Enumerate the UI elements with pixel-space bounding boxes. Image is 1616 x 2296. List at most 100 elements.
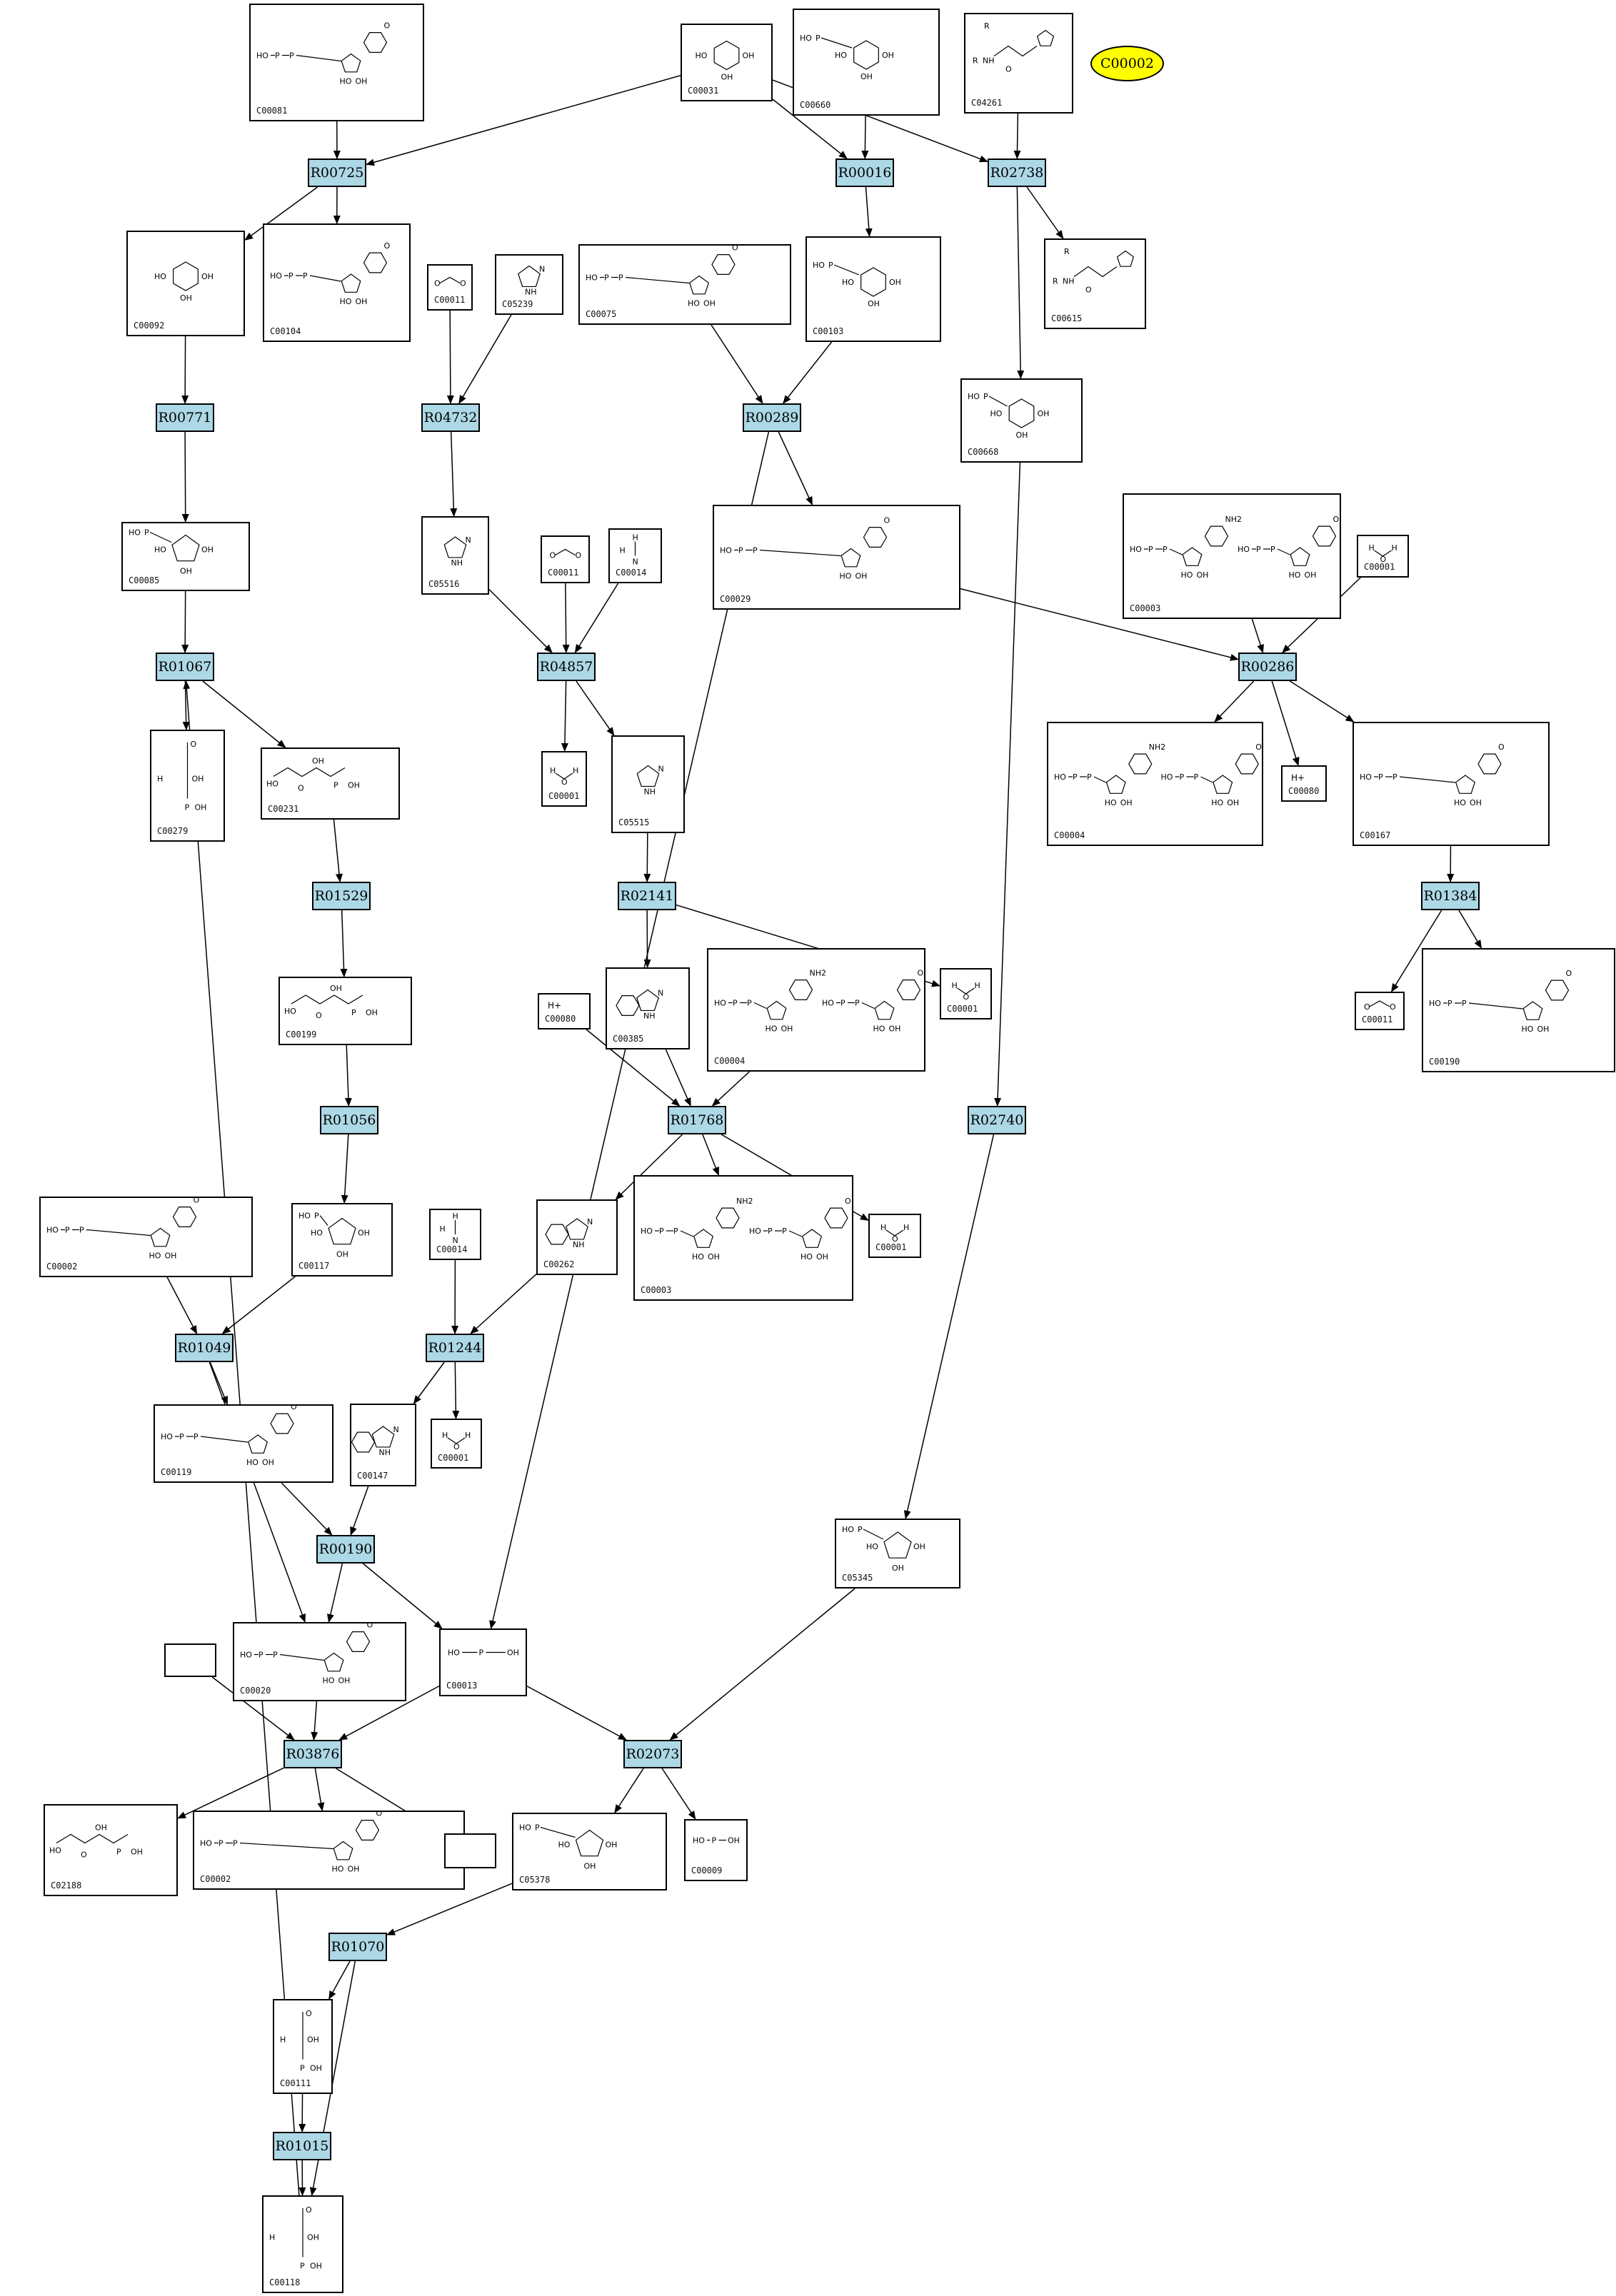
compound-id-label: C00279 xyxy=(157,826,189,836)
reaction-r01015[interactable]: R01015 xyxy=(273,2132,331,2160)
reaction-r01056[interactable]: R01056 xyxy=(320,1106,378,1134)
atom-label: NH2 xyxy=(1149,742,1166,752)
atom-label: P xyxy=(858,1525,863,1534)
reaction-edge xyxy=(1016,186,1025,379)
reaction-r04857[interactable]: R04857 xyxy=(537,653,596,681)
reaction-r00725[interactable]: R00725 xyxy=(308,158,366,187)
compound-c00080[interactable]: H+C00080 xyxy=(538,993,591,1029)
compound-id-label: C00031 xyxy=(688,86,719,96)
atom-label: H xyxy=(975,981,980,990)
reaction-r02740[interactable]: R02740 xyxy=(968,1106,1026,1134)
structure-drawing: HOH xyxy=(1369,543,1397,564)
atom-label: O xyxy=(884,516,890,525)
reaction-r00771[interactable]: R00771 xyxy=(156,403,214,432)
atom-label: OH xyxy=(95,1823,107,1833)
reaction-edge xyxy=(386,1883,513,1935)
atom-label: P xyxy=(144,528,149,538)
reaction-r01244[interactable]: R01244 xyxy=(426,1334,484,1362)
reaction-r01049[interactable]: R01049 xyxy=(175,1334,234,1362)
reaction-r00190[interactable]: R00190 xyxy=(316,1535,375,1564)
atom-label: H xyxy=(442,1431,448,1440)
empty-node[interactable] xyxy=(164,1643,216,1677)
empty-node[interactable] xyxy=(444,1833,496,1868)
compound-id-label: C00085 xyxy=(129,575,160,585)
atom-label: OH xyxy=(816,1252,828,1262)
reaction-r02073[interactable]: R02073 xyxy=(623,1740,682,1768)
highlighted-compound-node[interactable]: C00002 xyxy=(1090,46,1164,81)
compound-id-label: C00003 xyxy=(641,1285,672,1295)
compound-id-label: C04261 xyxy=(971,98,1003,108)
reaction-r04732[interactable]: R04732 xyxy=(421,403,480,432)
reaction-r00289[interactable]: R00289 xyxy=(743,403,801,432)
reaction-r00286[interactable]: R00286 xyxy=(1238,653,1297,681)
atom-label: P xyxy=(712,1836,717,1846)
atom-label: HO xyxy=(693,1836,705,1846)
reaction-r02141[interactable]: R02141 xyxy=(618,882,676,910)
reaction-r01529[interactable]: R01529 xyxy=(312,882,371,910)
reaction-r01768[interactable]: R01768 xyxy=(668,1106,726,1134)
compound-c00080[interactable]: H+C00080 xyxy=(1281,765,1327,802)
reaction-r01070[interactable]: R01070 xyxy=(328,1933,387,1961)
reaction-edge xyxy=(561,680,568,752)
reaction-r03876[interactable]: R03876 xyxy=(283,1740,342,1768)
reaction-r02738[interactable]: R02738 xyxy=(988,158,1046,187)
atom-label: OH xyxy=(131,1848,143,1857)
compound-id-label: C00104 xyxy=(270,326,301,336)
reaction-r01067[interactable]: R01067 xyxy=(156,653,214,681)
reaction-r01384[interactable]: R01384 xyxy=(1421,882,1480,910)
reaction-r00016[interactable]: R00016 xyxy=(835,158,894,187)
